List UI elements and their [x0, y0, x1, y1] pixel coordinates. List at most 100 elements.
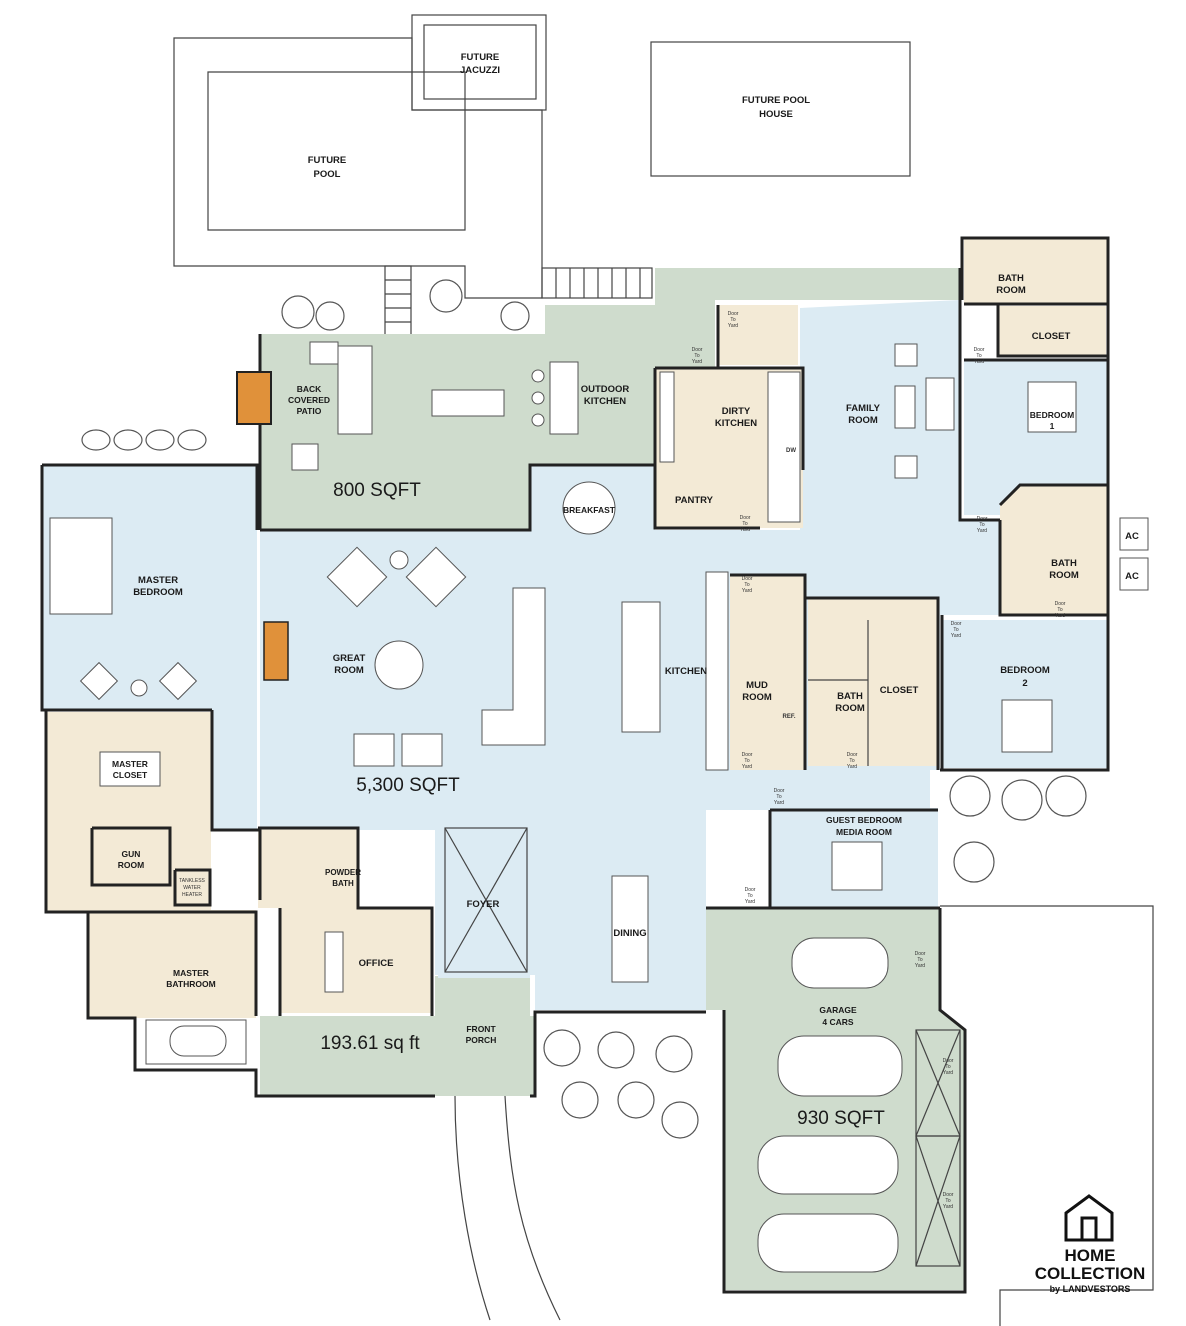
chair [401, 733, 443, 767]
patio-chair [309, 341, 339, 365]
dishwasher-label: DW [786, 448, 796, 454]
car-icon [777, 1035, 903, 1097]
house-icon [1064, 1194, 1114, 1242]
family-chair [894, 343, 918, 367]
patio-area-label: 800 SQFT [333, 480, 421, 501]
tree-icon [1045, 775, 1087, 817]
foyer-rug [444, 827, 528, 973]
tree-icon [617, 1081, 655, 1119]
tree-icon [949, 775, 991, 817]
powder-bath-area [258, 828, 358, 908]
shrub-icon [177, 429, 207, 451]
garage-door [915, 1135, 961, 1267]
armchair [158, 661, 198, 701]
shrub-icon [281, 295, 315, 329]
porch-area-label: 193.61 sq ft [320, 1033, 420, 1054]
master-hall-area [212, 710, 257, 830]
outdoor-kitchen-counter [549, 361, 579, 435]
office-area [280, 908, 432, 1013]
family-table [894, 385, 916, 429]
armchair [79, 661, 119, 701]
brand-line-3: by LANDVESTORS [1050, 1284, 1131, 1294]
bathtub [169, 1025, 227, 1057]
shrub-icon [113, 429, 143, 451]
bedroom-2-bed [1001, 699, 1053, 753]
office-desk [324, 931, 344, 993]
bath-room-top-area [964, 238, 1108, 304]
garage-area [706, 908, 965, 1290]
tree-icon [953, 841, 995, 883]
breakfast-table [562, 481, 616, 535]
main-area-label: 5,300 SQFT [356, 775, 460, 796]
tree-icon [661, 1101, 699, 1139]
closet-center-label: CLOSET [880, 685, 919, 696]
utility-area [718, 305, 798, 365]
dirty-kitchen-side-counter [659, 371, 675, 463]
foyer-label: FOYER [467, 899, 500, 910]
tree-icon [1001, 779, 1043, 821]
patio-sofa [337, 345, 373, 435]
shrub-icon [429, 279, 463, 313]
pool-deck-outline [173, 37, 543, 299]
tree-icon [561, 1081, 599, 1119]
tree-icon [597, 1031, 635, 1069]
great-room-fireplace-icon [263, 621, 289, 681]
kitchen-counter [705, 571, 729, 771]
master-closet-area [46, 712, 211, 912]
master-closet-island [99, 751, 161, 787]
future-pool-outline [207, 71, 466, 231]
brand-logo: HOME COLLECTION by LANDVESTORS [1035, 1194, 1146, 1294]
kitchen-label: KITCHEN [665, 666, 707, 677]
ac-label: AC [1125, 531, 1139, 542]
breakfast-label: BREAKFAST [563, 505, 616, 515]
mud-room-area [730, 575, 805, 770]
patio-side-chair [291, 443, 319, 471]
ac-unit [1119, 557, 1149, 591]
front-porch-entry [435, 976, 530, 1036]
deck-steps [384, 265, 653, 337]
master-bathroom-area [88, 910, 256, 1018]
armchair [326, 546, 388, 608]
car-icon [791, 937, 889, 989]
shrub-icon [81, 429, 111, 451]
back-covered-patio-area [260, 268, 960, 530]
tree-icon [543, 1029, 581, 1067]
family-sofa [925, 377, 955, 431]
chair [353, 733, 395, 767]
master-bed [49, 517, 113, 615]
jacuzzi-inner [423, 24, 537, 100]
future-pool-area [173, 14, 911, 337]
dining-table [611, 875, 649, 983]
bedroom-1-bed [1027, 381, 1077, 433]
brand-line-2: COLLECTION [1035, 1264, 1146, 1283]
shrub-icon [315, 301, 345, 331]
dirty-kitchen-counter [767, 371, 801, 523]
